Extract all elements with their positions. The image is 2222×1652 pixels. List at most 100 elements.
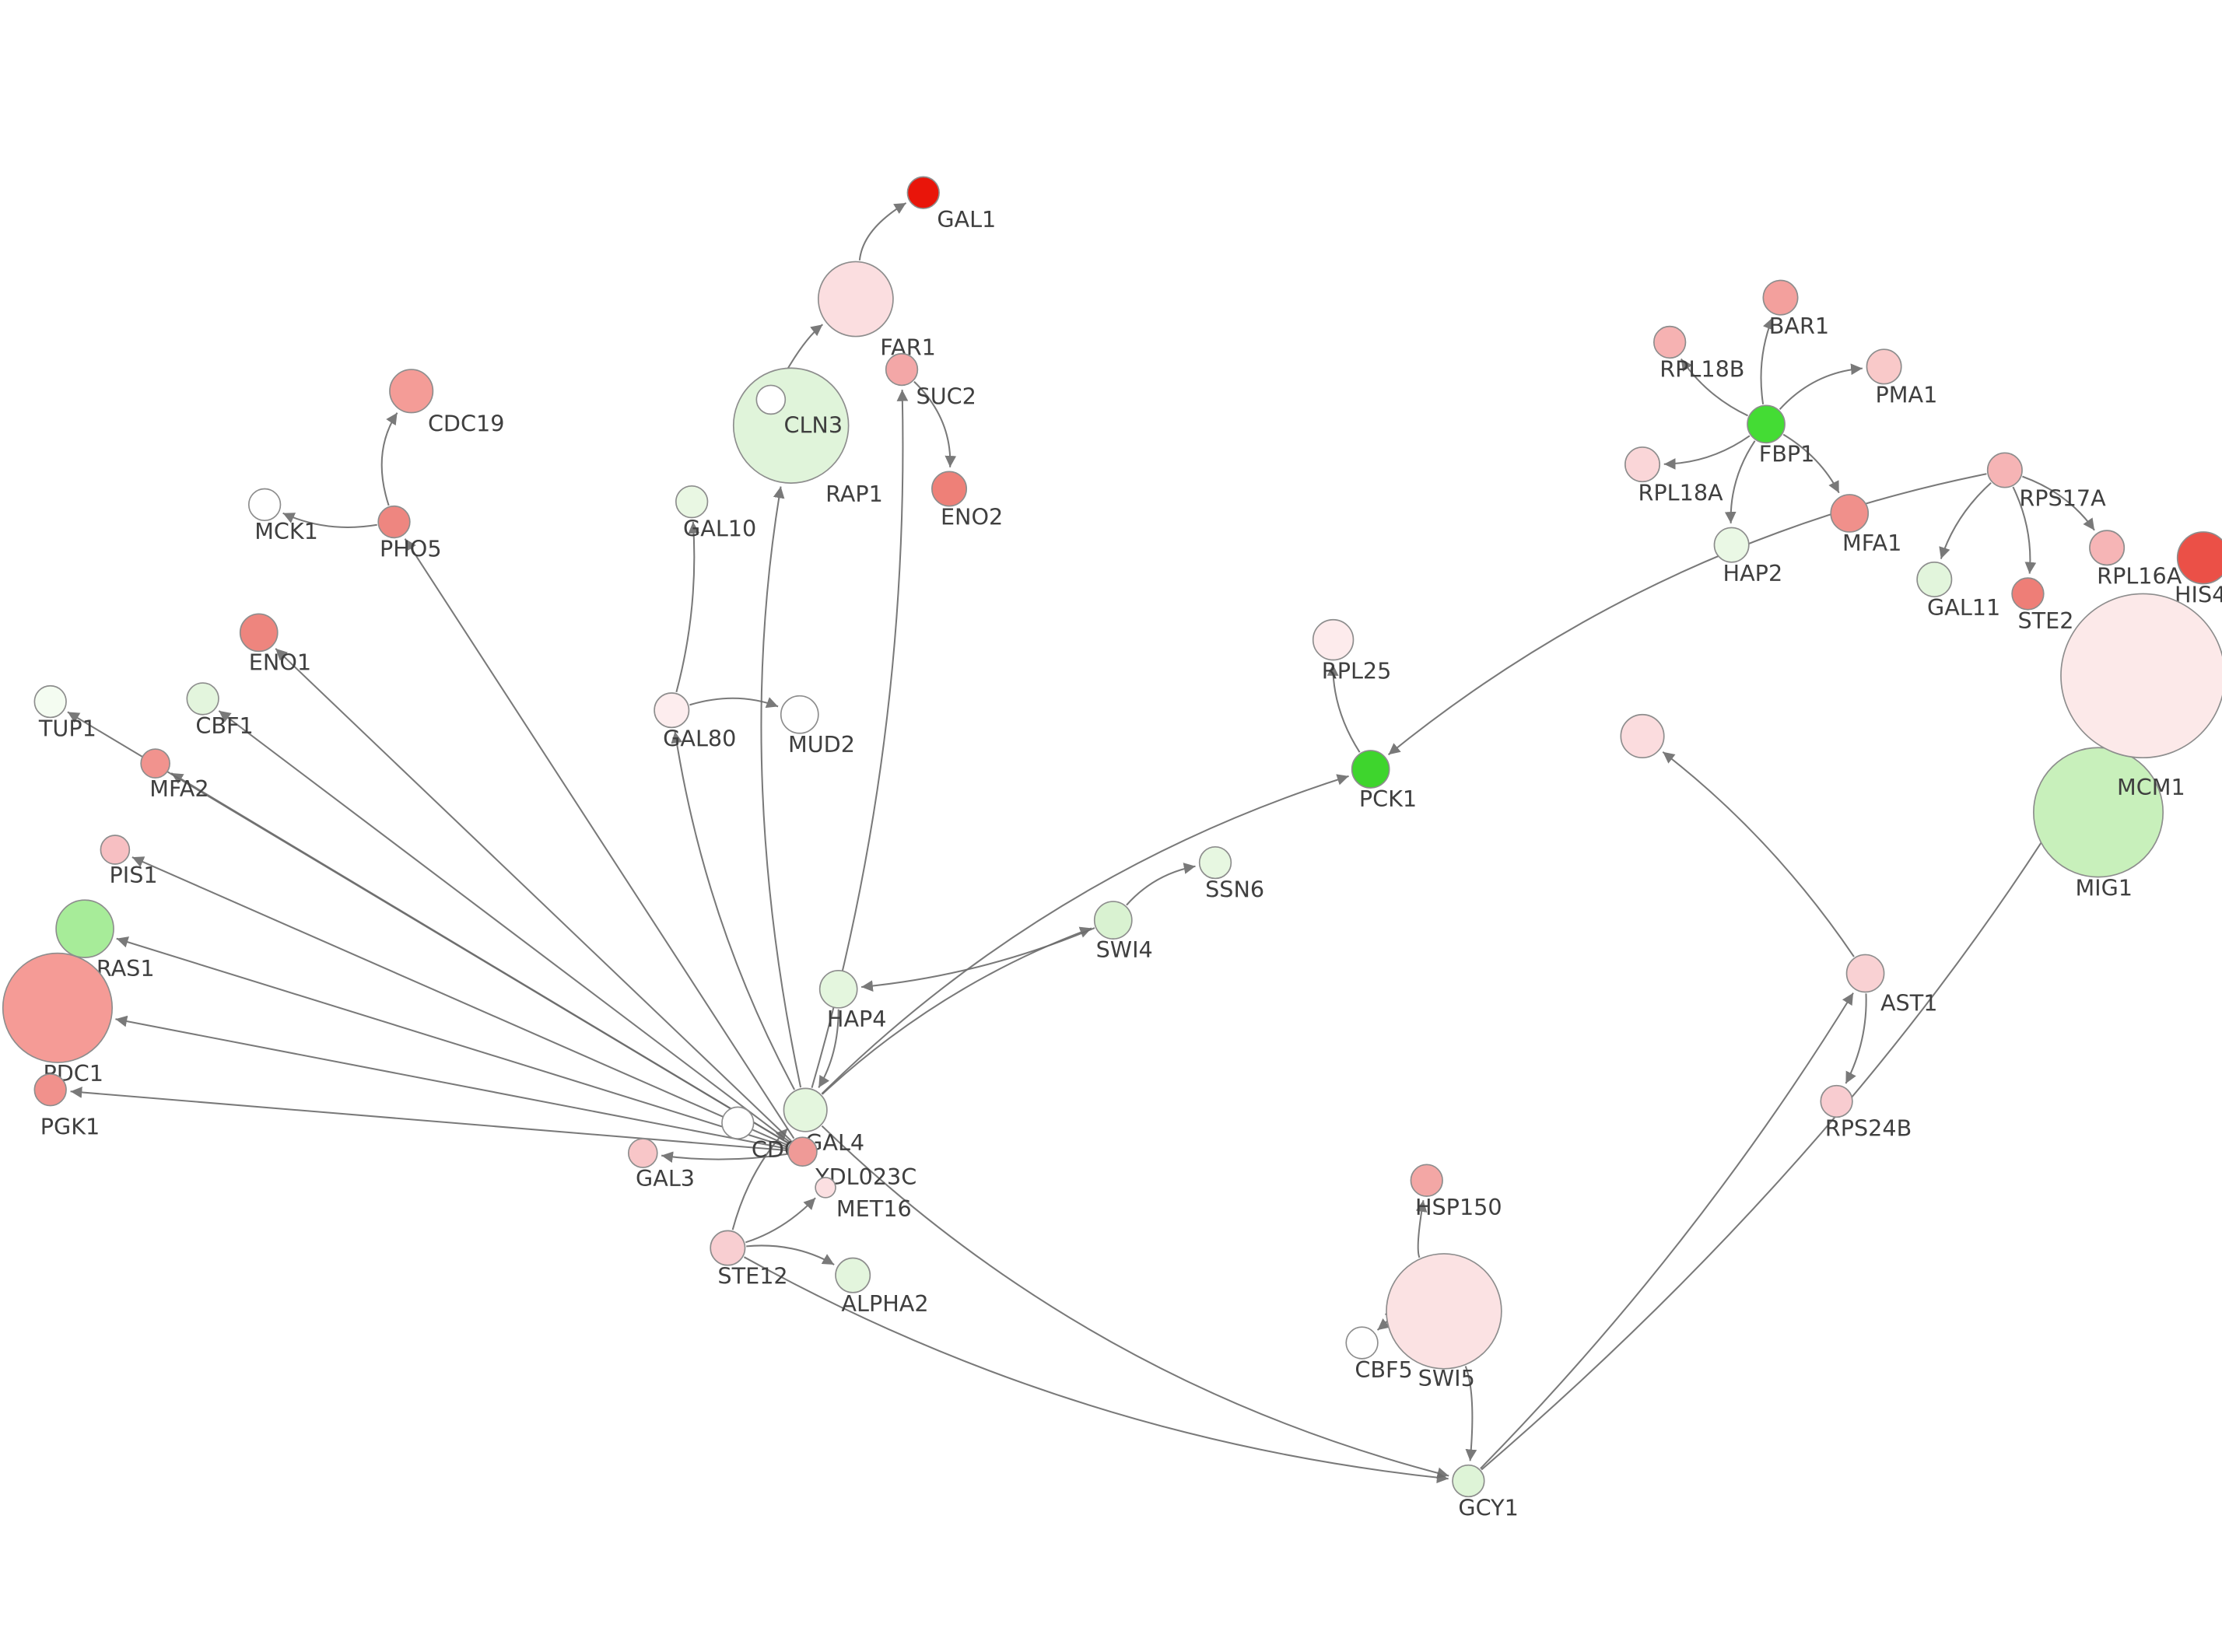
- node-circle-GAL3[interactable]: [627, 1138, 658, 1168]
- node-PGK1[interactable]: PGK1: [33, 1073, 100, 1140]
- node-circle-RAS1[interactable]: [55, 899, 114, 958]
- node-circle-RPL18B[interactable]: [1652, 325, 1687, 359]
- node-circle-CBF1[interactable]: [186, 682, 219, 716]
- node-circle-RPL18A[interactable]: [1624, 446, 1661, 483]
- node-circle-FBP1[interactable]: [1747, 404, 1786, 444]
- node-circle-ENO1[interactable]: [239, 613, 279, 653]
- node-node-1[interactable]: [1620, 713, 1665, 759]
- node-circle-MUD2[interactable]: [780, 695, 819, 734]
- node-circle-GAL10[interactable]: [675, 485, 709, 519]
- node-CBF5[interactable]: CBF5: [1345, 1326, 1413, 1383]
- node-circle-FAR1[interactable]: [817, 261, 894, 338]
- node-circle-SWI4[interactable]: [1093, 901, 1133, 940]
- node-RPL18A[interactable]: RPL18A: [1624, 446, 1723, 506]
- node-PCK1[interactable]: PCK1: [1351, 750, 1418, 812]
- node-circle-GCY1[interactable]: [1452, 1464, 1485, 1498]
- node-circle-node-1[interactable]: [1620, 713, 1665, 759]
- node-RPL16A[interactable]: RPL16A: [2089, 530, 2182, 590]
- node-TUP1[interactable]: TUP1: [33, 684, 96, 742]
- node-circle-CDC6[interactable]: [721, 1106, 755, 1139]
- node-circle-PMA1[interactable]: [1866, 348, 1902, 385]
- node-circle-MIG1[interactable]: [2033, 747, 2164, 878]
- node-GCY1[interactable]: GCY1: [1452, 1464, 1519, 1521]
- node-HIS4[interactable]: HIS4: [2175, 531, 2222, 608]
- node-circle-SWI5[interactable]: [1386, 1253, 1502, 1370]
- node-circle-SUC2[interactable]: [885, 352, 919, 387]
- node-MFA1[interactable]: MFA1: [1830, 494, 1901, 556]
- node-circle-PHO5[interactable]: [377, 505, 411, 539]
- node-STE2[interactable]: STE2: [2011, 577, 2074, 634]
- node-circle-RPS24B[interactable]: [1820, 1084, 1853, 1118]
- node-circle-GAL4[interactable]: [783, 1087, 828, 1132]
- node-circle-RPL16A[interactable]: [2089, 530, 2126, 566]
- node-circle-HAP2[interactable]: [1713, 527, 1750, 563]
- node-circle-AST1[interactable]: [1845, 954, 1885, 993]
- node-YDL023C[interactable]: YDL023C: [787, 1136, 916, 1190]
- node-ALPHA2[interactable]: ALPHA2: [835, 1257, 929, 1317]
- node-circle-CLN3[interactable]: [755, 384, 787, 415]
- node-SSN6[interactable]: SSN6: [1198, 845, 1264, 903]
- node-circle-PCK1[interactable]: [1351, 750, 1390, 789]
- node-circle-MFA2[interactable]: [140, 748, 170, 779]
- node-MIG1[interactable]: MIG1: [2033, 747, 2164, 901]
- node-GAL1[interactable]: GAL1: [906, 176, 996, 233]
- node-MET16[interactable]: MET16: [815, 1177, 912, 1222]
- node-ENO2[interactable]: ENO2: [931, 471, 1003, 530]
- node-BAR1[interactable]: BAR1: [1762, 279, 1829, 339]
- node-circle-GAL80[interactable]: [654, 692, 690, 729]
- node-circle-BAR1[interactable]: [1762, 279, 1799, 316]
- node-circle-TUP1[interactable]: [33, 684, 67, 719]
- node-circle-MCM1[interactable]: [2060, 593, 2222, 758]
- node-circle-RPL25[interactable]: [1312, 618, 1355, 661]
- node-CLN3[interactable]: CLN3: [755, 384, 843, 438]
- node-circle-ALPHA2[interactable]: [835, 1257, 871, 1293]
- node-circle-RPS17A[interactable]: [1986, 452, 2023, 488]
- node-PIS1[interactable]: PIS1: [100, 835, 158, 888]
- node-FBP1[interactable]: FBP1: [1747, 404, 1814, 467]
- node-CDC19[interactable]: CDC19: [389, 369, 504, 437]
- node-circle-PDC1[interactable]: [2, 952, 114, 1063]
- node-RAS1[interactable]: RAS1: [55, 899, 155, 982]
- node-circle-PIS1[interactable]: [100, 835, 131, 865]
- node-circle-SSN6[interactable]: [1198, 845, 1232, 880]
- node-circle-CDC19[interactable]: [389, 369, 434, 414]
- node-SWI4[interactable]: SWI4: [1093, 901, 1153, 963]
- node-RPL25[interactable]: RPL25: [1312, 618, 1392, 684]
- node-circle-GAL11[interactable]: [1916, 561, 1953, 597]
- node-GAL11[interactable]: GAL11: [1916, 561, 2000, 621]
- node-CBF1[interactable]: CBF1: [186, 682, 254, 739]
- node-circle-GAL1[interactable]: [906, 176, 940, 209]
- node-RPS24B[interactable]: RPS24B: [1820, 1084, 1912, 1142]
- node-circle-MET16[interactable]: [815, 1177, 836, 1199]
- node-PMA1[interactable]: PMA1: [1866, 348, 1937, 408]
- node-HAP4[interactable]: HAP4: [818, 969, 887, 1032]
- node-circle-PGK1[interactable]: [33, 1073, 67, 1107]
- node-MCK1[interactable]: MCK1: [247, 488, 318, 545]
- node-HSP150[interactable]: HSP150: [1410, 1164, 1502, 1220]
- node-HAP2[interactable]: HAP2: [1713, 527, 1782, 586]
- node-RPS17A[interactable]: RPS17A: [1986, 452, 2106, 512]
- node-GAL80[interactable]: GAL80: [654, 692, 736, 751]
- node-RPL18B[interactable]: RPL18B: [1652, 325, 1745, 383]
- node-circle-MCK1[interactable]: [247, 488, 282, 522]
- node-MFA2[interactable]: MFA2: [140, 748, 209, 802]
- node-FAR1[interactable]: FAR1: [817, 261, 936, 361]
- node-circle-MFA1[interactable]: [1830, 494, 1870, 533]
- node-PDC1[interactable]: PDC1: [2, 952, 114, 1087]
- node-circle-STE12[interactable]: [710, 1230, 746, 1266]
- node-circle-YDL023C[interactable]: [787, 1136, 818, 1167]
- node-MCM1[interactable]: MCM1: [2060, 593, 2222, 800]
- node-circle-STE2[interactable]: [2011, 577, 2045, 611]
- node-circle-ENO2[interactable]: [931, 471, 968, 507]
- node-circle-CBF5[interactable]: [1345, 1326, 1379, 1360]
- node-PHO5[interactable]: PHO5: [377, 505, 442, 562]
- node-circle-HAP4[interactable]: [818, 969, 858, 1009]
- node-MUD2[interactable]: MUD2: [780, 695, 855, 758]
- node-ENO1[interactable]: ENO1: [239, 613, 311, 675]
- node-circle-HIS4[interactable]: [2176, 531, 2222, 585]
- node-SWI5[interactable]: SWI5: [1386, 1253, 1502, 1391]
- node-STE12[interactable]: STE12: [710, 1230, 788, 1290]
- node-SUC2[interactable]: SUC2: [885, 352, 976, 410]
- node-GAL10[interactable]: GAL10: [675, 485, 756, 542]
